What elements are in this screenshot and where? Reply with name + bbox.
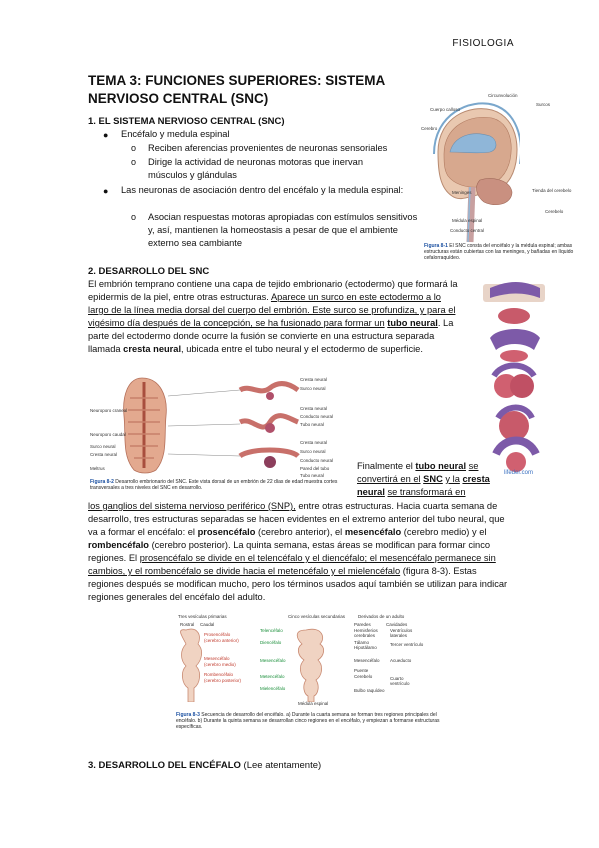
fig82-label: Neuroporo caudal bbox=[90, 432, 126, 437]
section-3-heading-line: 3. DESARROLLO DEL ENCÉFALO (Lee atentame… bbox=[88, 760, 321, 771]
bullet-icon: o bbox=[131, 143, 137, 153]
fig82-label: Cresta neural bbox=[300, 406, 328, 411]
fig82-label: Tubo neural bbox=[300, 422, 324, 427]
side-text: Finalmente el tubo neural se convertirá … bbox=[357, 461, 490, 497]
bullet-icon: ● bbox=[103, 186, 109, 196]
fig81-label: Conducto central bbox=[450, 228, 485, 233]
bullet-icon: o bbox=[131, 212, 137, 222]
fig82-label: Tubo neural bbox=[300, 473, 324, 478]
fig83-bottom-label: Médula espinal bbox=[298, 701, 329, 706]
watermark: lifeder.com bbox=[504, 470, 534, 476]
fig82-label: Cresta neural bbox=[300, 440, 328, 445]
section-2-paragraph-2: los ganglios del sistema nervioso perifé… bbox=[88, 501, 508, 602]
figure-8-3: Tres vesículas primarias Cinco vesículas… bbox=[168, 614, 438, 702]
bullet-icon: ● bbox=[103, 130, 109, 140]
section-3-note: (Lee atentamente) bbox=[243, 760, 322, 771]
fig81-label: Meninges bbox=[452, 190, 472, 195]
figure-8-2-embryo bbox=[123, 377, 300, 474]
page-header: FISIOLOGIA bbox=[452, 38, 514, 49]
document-title: TEMA 3: FUNCIONES SUPERIORES: SISTEMA NE… bbox=[88, 73, 385, 106]
fig82-label: Conducto neural bbox=[300, 458, 334, 463]
fig81-label: Circunvolución bbox=[488, 93, 518, 98]
section-3-heading: 3. DESARROLLO DEL ENCÉFALO bbox=[88, 760, 241, 771]
figure-8-1-caption: Figura 8-1 El SNC consta del encéfalo y … bbox=[424, 243, 574, 261]
bullet-2: Las neuronas de asociación dentro del en… bbox=[121, 185, 404, 195]
fig82-label: Cresta neural bbox=[90, 452, 118, 457]
figure-8-3-caption: Figura 8-3 Secuencia de desarrollo del e… bbox=[176, 712, 440, 730]
embryo-development-images bbox=[483, 282, 545, 472]
figure-8-2-caption: Figura 8-2 Desarrollo embrionario del SN… bbox=[90, 479, 338, 491]
section-2-paragraph-1: El embrión temprano contiene una capa de… bbox=[88, 279, 458, 354]
fig81-label: Cerebro bbox=[421, 126, 438, 131]
bullet-icon: o bbox=[131, 157, 137, 167]
fig82-label: Pared del tubo bbox=[300, 466, 330, 471]
bullet-1b: Dirige la actividad de neuronas motoras … bbox=[148, 157, 363, 180]
figure-8-1-brain bbox=[433, 102, 520, 243]
fig82-label: Meltrus bbox=[90, 466, 105, 471]
vesicle-drawing bbox=[180, 628, 324, 702]
fig82-label: Cresta neural bbox=[300, 377, 328, 382]
fig82-label: Neuroporo craneal bbox=[90, 408, 128, 413]
fig81-label: Cuerpo calloso bbox=[430, 107, 461, 112]
caption-number: Figura 8-1 bbox=[424, 243, 448, 249]
fig81-label: Cerebelo bbox=[545, 209, 564, 214]
fig81-label: Surcos bbox=[536, 102, 551, 107]
fig81-label: Médula espinal bbox=[452, 218, 483, 223]
bullet-2a: Asocian respuestas motoras apropiadas co… bbox=[148, 212, 418, 248]
caption-text: El SNC consta del encéfalo y la médula e… bbox=[424, 243, 574, 261]
section-1-heading: 1. EL SISTEMA NERVIOSO CENTRAL (SNC) bbox=[88, 116, 285, 127]
bullet-1: Encéfalo y medula espinal bbox=[121, 129, 230, 139]
section-2-heading: 2. DESARROLLO DEL SNC bbox=[88, 266, 210, 277]
fig82-label: Surco neural bbox=[300, 386, 326, 391]
fig82-label: Conducto neural bbox=[300, 414, 334, 419]
fig81-label: Tienda del cerebelo bbox=[532, 188, 572, 193]
fig82-label: Surco neural bbox=[300, 449, 326, 454]
fig82-label: Surco neural bbox=[90, 444, 116, 449]
bullet-1a: Reciben aferencias provenientes de neuro… bbox=[148, 143, 388, 153]
